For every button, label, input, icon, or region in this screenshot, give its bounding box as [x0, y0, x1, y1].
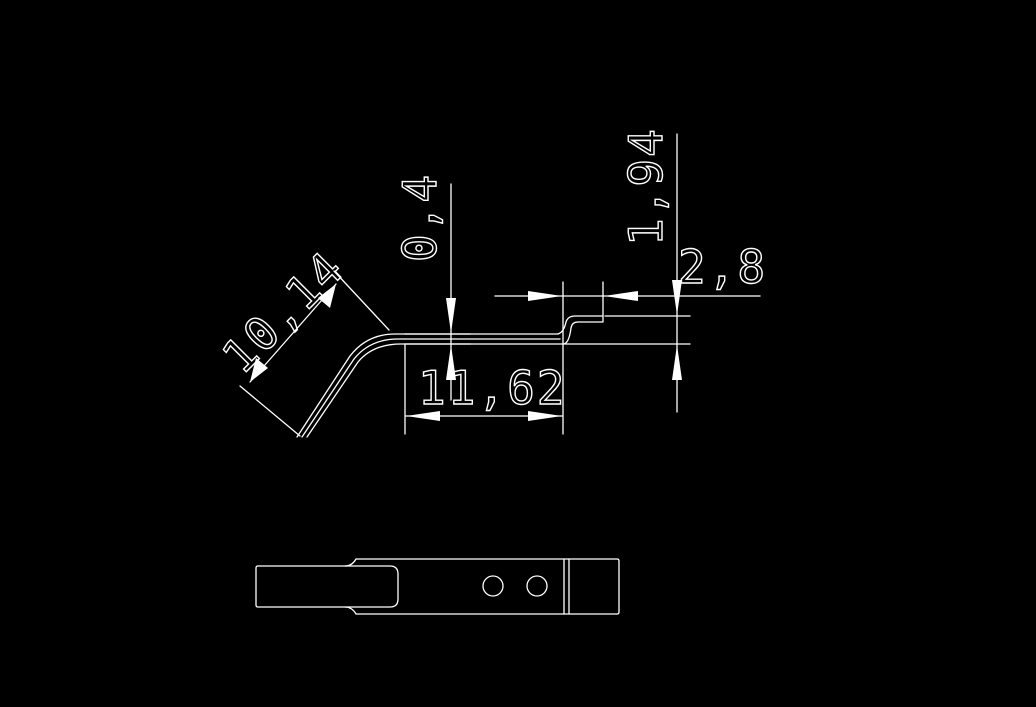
bottom-view-outline [255, 558, 620, 615]
step-arrow-top [672, 280, 682, 315]
diagonal-length-label: 10,14 [212, 241, 355, 384]
profile-flat-segment [404, 333, 564, 345]
bottom-view-inner-tab [344, 565, 399, 608]
bottom-view [255, 558, 620, 615]
flat-length-label: 11,62 [418, 361, 566, 415]
diagonal-extension-line-1 [333, 270, 390, 331]
thickness-label: 0,4 [393, 173, 447, 262]
diagonal-arrow-bottom [250, 358, 268, 382]
dimension-thickness: 0,4 [392, 172, 471, 401]
thickness-arrow-top [446, 298, 456, 333]
profile-step [557, 315, 691, 345]
thickness-arrow-bottom [446, 345, 456, 380]
tab-arrow-left [528, 291, 562, 301]
step-height-label: 1,94 [619, 127, 673, 246]
dimension-diagonal-length: 10,14 [211, 240, 390, 437]
dimension-flat-length: 11,62 [404, 281, 566, 435]
mounting-hole-right [526, 575, 548, 597]
dimension-step-height: 1,94 [618, 127, 682, 413]
step-arrow-bottom [672, 345, 682, 380]
dimension-tab-length: 2,8 [494, 239, 767, 317]
flat-arrow-right [528, 411, 562, 421]
diagonal-extension-line-2 [239, 385, 301, 437]
flat-arrow-left [406, 411, 440, 421]
diagonal-arrow-top [318, 284, 336, 308]
tab-length-label: 2,8 [678, 240, 767, 294]
tab-arrow-right [604, 291, 638, 301]
mounting-hole-left [482, 575, 504, 597]
profile-angled-leg [296, 333, 406, 438]
